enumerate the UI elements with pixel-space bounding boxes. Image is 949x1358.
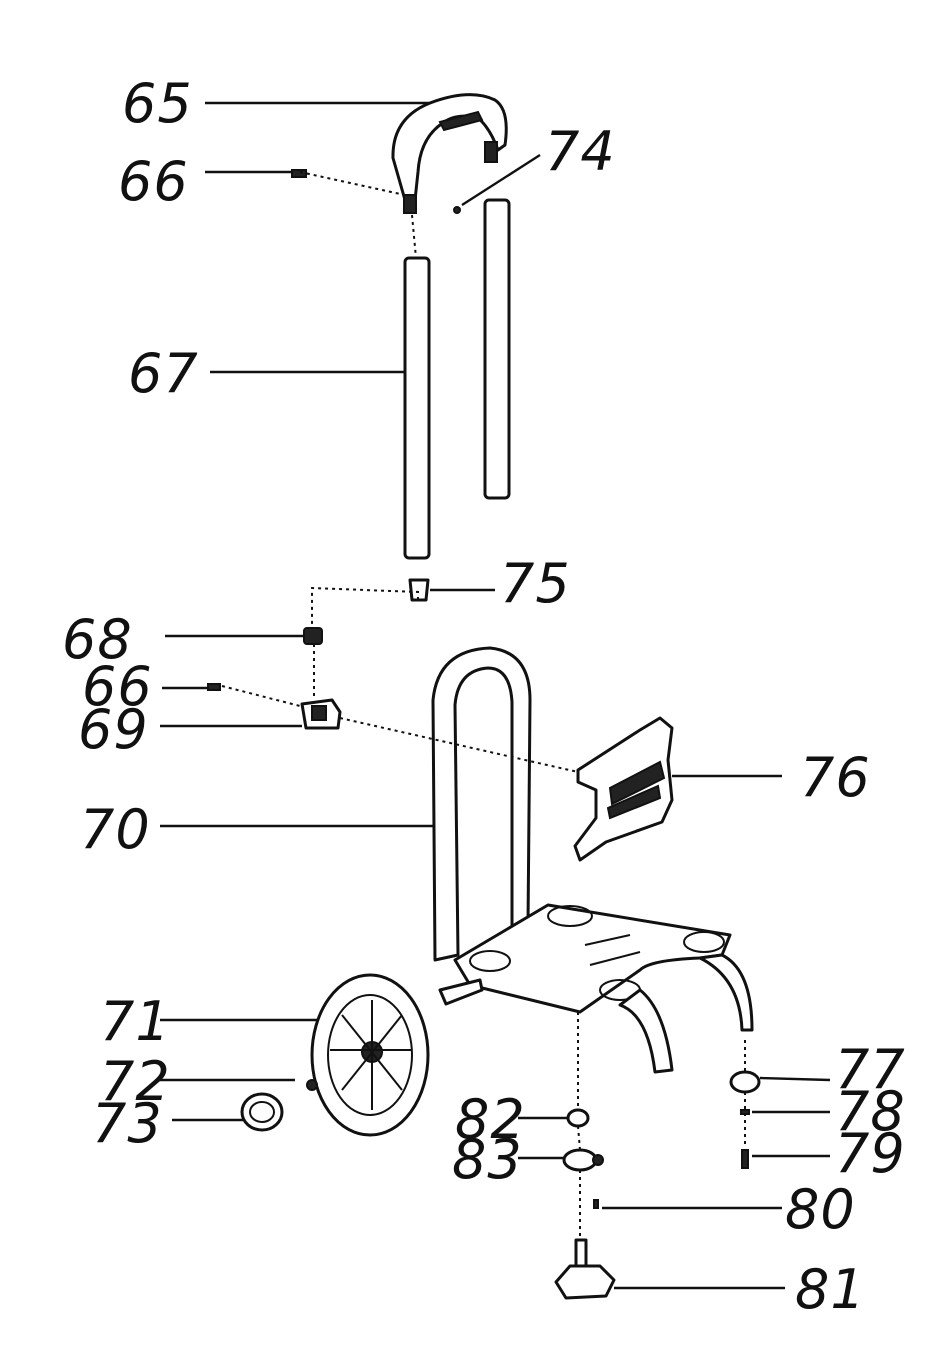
part-77-foot-cap — [729, 1070, 761, 1094]
label-66-mid: 66 — [82, 655, 153, 718]
assembly-lines — [221, 171, 746, 1240]
label-77: 77 — [835, 1038, 906, 1101]
part-83-nut — [562, 1148, 604, 1172]
label-78: 78 — [835, 1080, 906, 1143]
part-73-hub-cap — [240, 1092, 284, 1132]
label-73: 73 — [92, 1092, 163, 1155]
part-70-frame — [431, 646, 754, 1074]
part-76-bracket — [573, 716, 674, 862]
label-72: 72 — [100, 1050, 171, 1113]
part-80-pin — [593, 1199, 599, 1209]
label-70: 70 — [80, 798, 151, 861]
part-72-washer — [306, 1079, 318, 1091]
label-67: 67 — [128, 342, 199, 405]
part-65-handle-grip — [391, 93, 508, 214]
label-81: 81 — [795, 1258, 866, 1321]
label-74: 74 — [545, 120, 616, 183]
label-83: 83 — [452, 1128, 523, 1191]
label-76: 76 — [800, 746, 871, 809]
part-66-screw-top — [291, 169, 307, 178]
part-67-tubes — [403, 198, 511, 560]
label-68: 68 — [62, 608, 133, 671]
part-81-knob — [554, 1238, 616, 1300]
part-labels: 65 66 74 67 75 68 66 69 76 70 71 72 73 7… — [62, 72, 906, 1321]
label-71: 71 — [100, 990, 171, 1053]
part-68-nut — [303, 627, 323, 645]
label-82: 82 — [455, 1088, 526, 1151]
label-69: 69 — [78, 698, 149, 761]
part-82-spacer — [566, 1108, 590, 1128]
part-74-nut — [453, 206, 461, 214]
part-66-screw-mid — [207, 683, 221, 691]
part-69-clamp — [300, 698, 342, 730]
part-71-wheel — [310, 973, 430, 1137]
label-79: 79 — [835, 1122, 906, 1185]
label-75: 75 — [500, 552, 571, 615]
leader-lines — [160, 101, 831, 1290]
label-80: 80 — [785, 1178, 856, 1241]
part-79-screw — [741, 1149, 749, 1169]
label-65: 65 — [122, 72, 193, 135]
part-75-plug — [408, 578, 430, 602]
label-66-top: 66 — [118, 150, 189, 213]
